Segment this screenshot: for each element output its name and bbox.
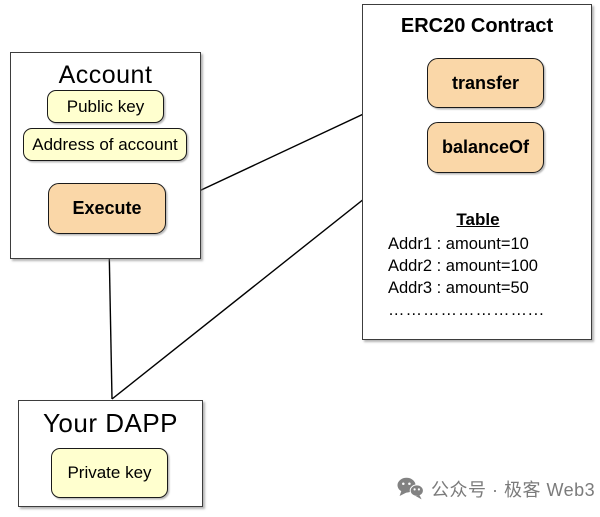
erc20-contract-title: ERC20 Contract — [400, 15, 554, 37]
transfer-node: transfer — [427, 58, 544, 108]
balances-table: Table Addr1 : amount=10 Addr2 : amount=1… — [372, 210, 584, 321]
balanceof-label: balanceOf — [441, 137, 530, 157]
arrow-dapp-to-execute — [104, 240, 114, 400]
balanceof-node: balanceOf — [427, 122, 544, 173]
private-key-label: Private key — [67, 463, 152, 482]
account-title: Account — [58, 61, 153, 89]
watermark: 公众号 · 极客 Web3 — [397, 476, 595, 502]
table-row: Addr2 : amount=100 — [388, 257, 538, 275]
table-row-ellipsis: ……………………... — [388, 301, 545, 319]
address-of-account-node: Address of account — [23, 128, 187, 161]
public-key-label: Public key — [66, 96, 145, 116]
address-of-account-label: Address of account — [32, 134, 178, 154]
private-key-node: Private key — [51, 448, 168, 498]
your-dapp-title: Your DAPP — [42, 408, 179, 438]
public-key-node: Public key — [47, 90, 164, 123]
watermark-text: 公众号 · 极客 Web3 — [431, 480, 596, 500]
execute-node: Execute — [48, 183, 166, 234]
wechat-icon — [397, 477, 424, 500]
balances-table-title: Table — [456, 210, 500, 229]
transfer-label: transfer — [451, 72, 520, 93]
table-row: Addr1 : amount=10 — [388, 235, 529, 253]
table-row: Addr3 : amount=50 — [388, 279, 529, 297]
execute-label: Execute — [72, 198, 142, 218]
